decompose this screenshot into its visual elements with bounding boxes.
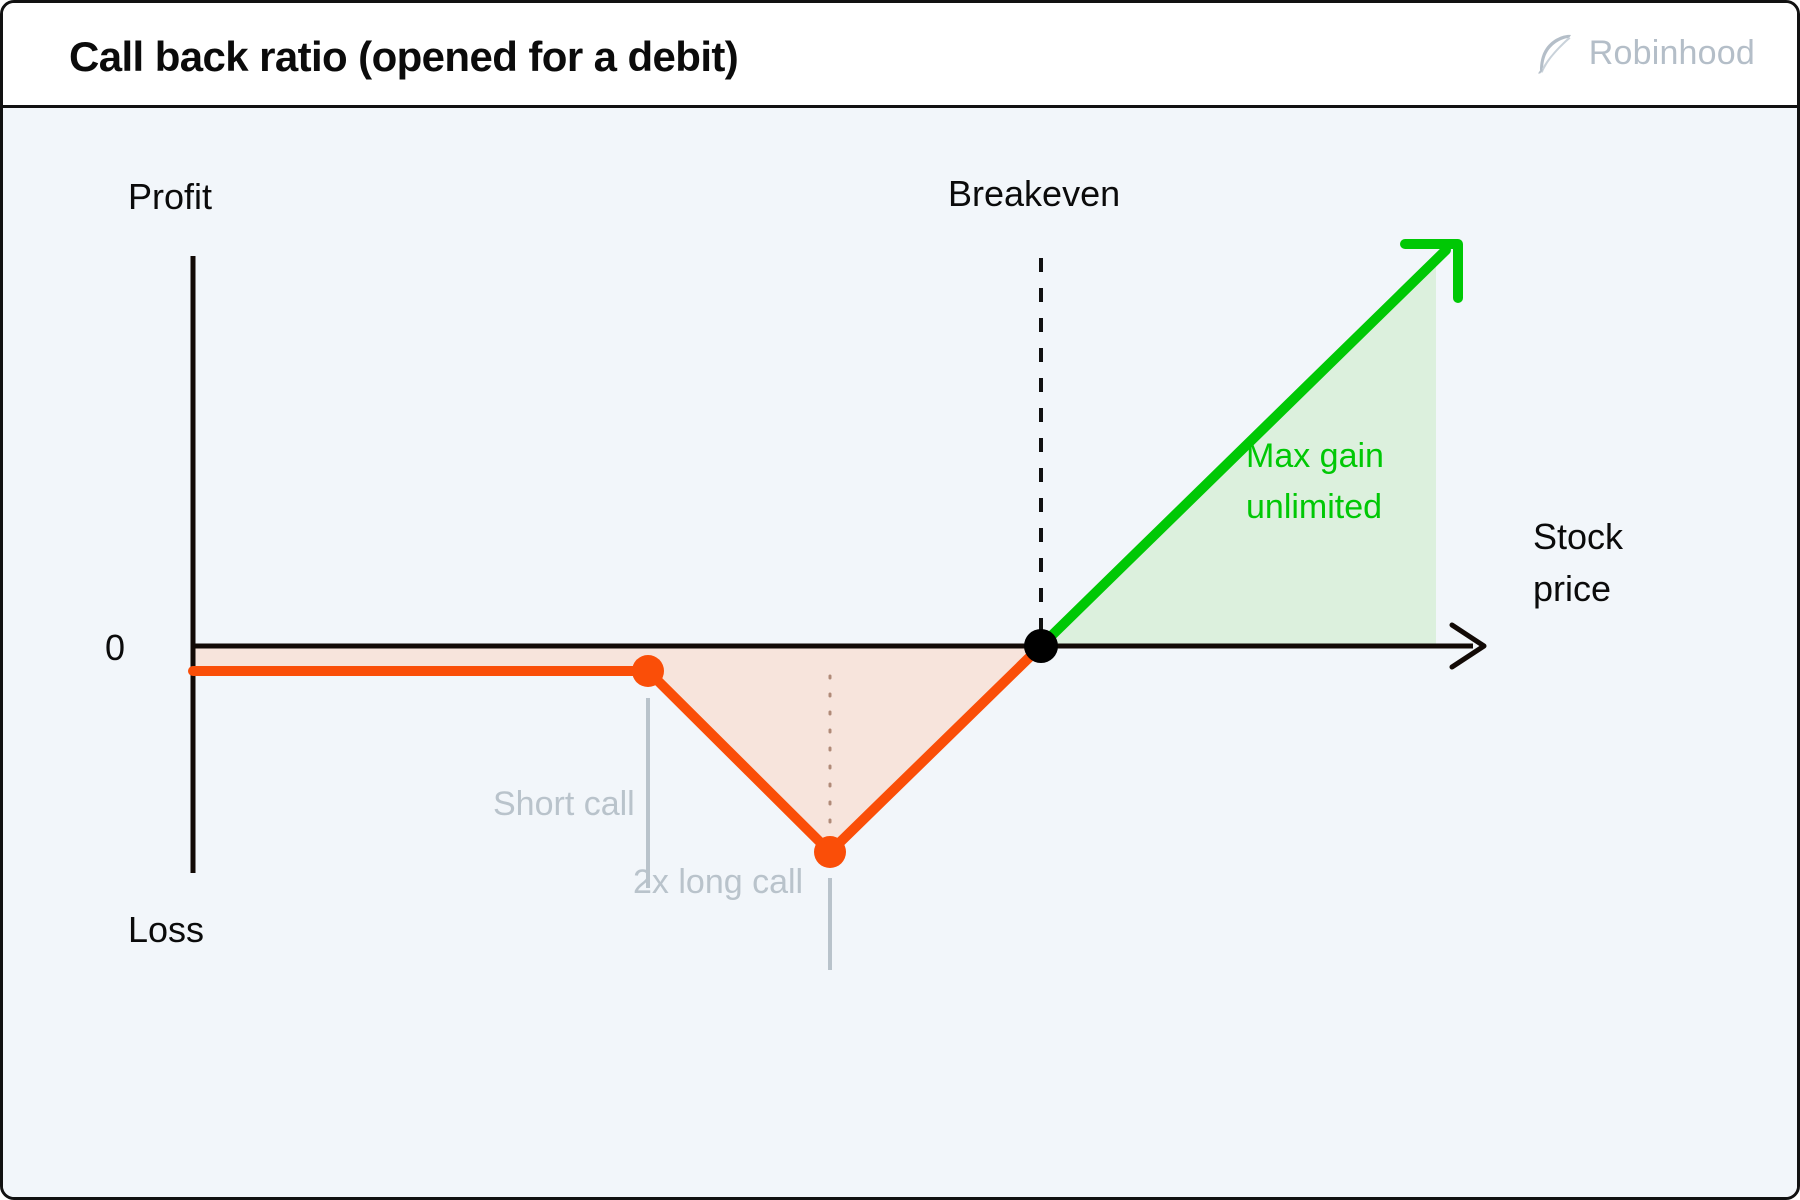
annotation-max-gain-line1: Max gain [1246,437,1384,475]
short-call-marker[interactable] [632,655,664,687]
feather-icon [1535,31,1575,75]
brand-name: Robinhood [1588,33,1755,72]
axis-label-price: price [1533,568,1612,609]
card-header: Call back ratio (opened for a debit) Rob… [3,3,1797,108]
loss-payoff-line [188,641,1046,857]
brand-lockup: Robinhood [1535,31,1755,75]
x-axis-arrowhead [1449,622,1487,670]
long-call-marker[interactable] [814,836,846,868]
gain-arrowhead [1400,239,1463,303]
annotation-long-call: 2x long call [633,863,804,901]
axis-label-profit: Profit [128,176,213,217]
annotation-short-call: Short call [493,785,635,823]
payoff-chart: Profit 0 Loss Stock price Breakeven Max … [3,108,1797,1197]
breakeven-marker[interactable] [1024,629,1058,663]
axis-label-stock: Stock [1533,516,1624,557]
gain-payoff-line [1036,245,1451,651]
loss-region-fill [193,646,1041,852]
annotation-max-gain-line2: unlimited [1246,488,1383,526]
annotation-breakeven: Breakeven [948,173,1121,214]
page-title: Call back ratio (opened for a debit) [69,33,739,80]
axis-label-zero: 0 [105,627,126,668]
axis-label-loss: Loss [128,909,205,950]
payoff-svg [188,239,1487,970]
